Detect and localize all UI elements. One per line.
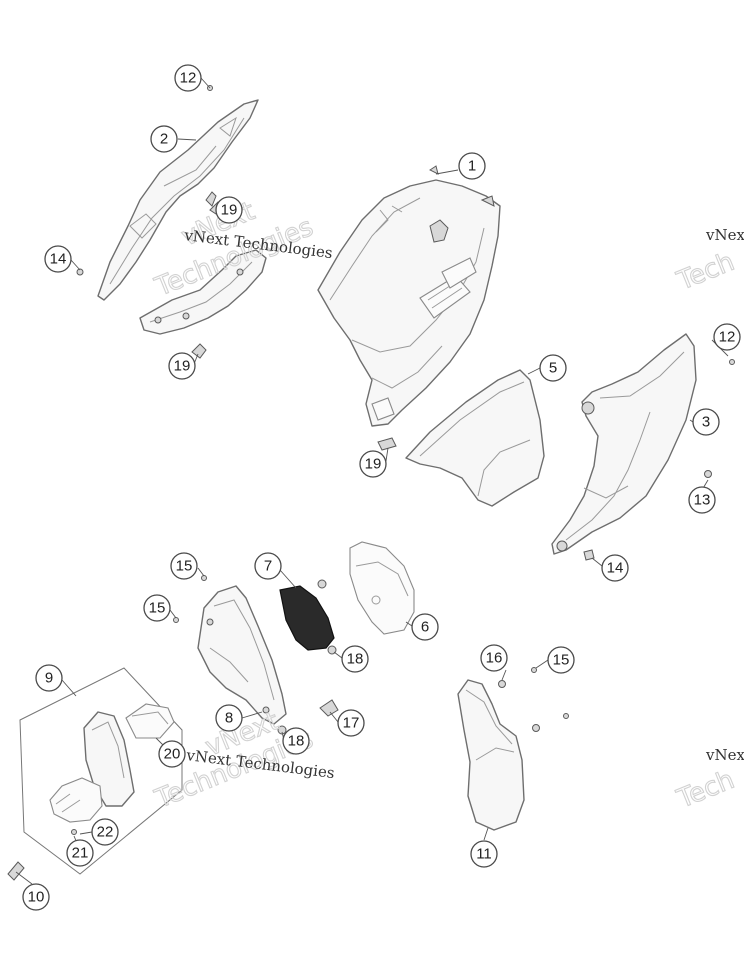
callout-19: 19 bbox=[359, 450, 387, 478]
callout-19: 19 bbox=[215, 196, 243, 224]
part-1-central-panel bbox=[317, 165, 501, 427]
callout-17: 17 bbox=[337, 709, 365, 737]
callout-10: 10 bbox=[22, 883, 50, 911]
callout-7: 7 bbox=[254, 552, 282, 580]
callout-22: 22 bbox=[91, 818, 119, 846]
callout-number: 16 bbox=[486, 650, 503, 667]
part-left-bracket bbox=[139, 249, 267, 335]
callout-number: 13 bbox=[694, 492, 711, 509]
callout-number: 22 bbox=[97, 824, 114, 841]
callout-14: 14 bbox=[44, 245, 72, 273]
callout-number: 7 bbox=[264, 558, 272, 575]
hardware-airbox bbox=[173, 575, 339, 735]
callout-number: 2 bbox=[160, 131, 168, 148]
callout-18: 18 bbox=[341, 645, 369, 673]
callout-11: 11 bbox=[470, 840, 498, 868]
callout-number: 18 bbox=[288, 733, 305, 750]
watermark-right-top: vNext Tech bbox=[672, 226, 744, 297]
callout-number: 15 bbox=[149, 600, 166, 617]
callout-12: 12 bbox=[174, 64, 202, 92]
watermark-ghost-partial: Tech bbox=[672, 247, 738, 297]
callout-6: 6 bbox=[411, 613, 439, 641]
callout-9: 9 bbox=[35, 664, 63, 692]
callout-number: 15 bbox=[176, 558, 193, 575]
part-19-clip-center bbox=[377, 437, 397, 451]
part-8-airbox-frame bbox=[197, 585, 287, 725]
callout-number: 6 bbox=[421, 619, 429, 636]
callout-number: 15 bbox=[553, 652, 570, 669]
callout-14: 14 bbox=[601, 554, 629, 582]
callout-number: 19 bbox=[221, 202, 238, 219]
callout-20: 20 bbox=[158, 740, 186, 768]
callout-16: 16 bbox=[480, 644, 508, 672]
watermark-right-bottom: vNext Tech bbox=[672, 746, 744, 815]
watermark-company-partial: vNext bbox=[705, 746, 744, 764]
part-10-fitting bbox=[7, 861, 25, 881]
callout-number: 21 bbox=[72, 845, 89, 862]
callout-number: 12 bbox=[719, 329, 736, 346]
callout-19: 19 bbox=[168, 352, 196, 380]
part-19-clip-left bbox=[191, 343, 207, 359]
callout-number: 19 bbox=[365, 456, 382, 473]
watermark-ghost-partial: Tech bbox=[672, 765, 738, 815]
callout-1: 1 bbox=[458, 152, 486, 180]
callout-number: 17 bbox=[343, 715, 360, 732]
callout-number: 20 bbox=[164, 746, 181, 763]
part-5-side-cover bbox=[405, 369, 545, 507]
callout-number: 19 bbox=[174, 358, 191, 375]
callout-15: 15 bbox=[170, 552, 198, 580]
callout-number: 9 bbox=[45, 670, 53, 687]
callout-8: 8 bbox=[215, 704, 243, 732]
part-9-intake-group bbox=[19, 667, 183, 875]
callout-number: 5 bbox=[549, 360, 557, 377]
part-7-air-filter bbox=[279, 579, 337, 655]
callout-number: 3 bbox=[702, 414, 710, 431]
callout-5: 5 bbox=[539, 354, 567, 382]
callout-13: 13 bbox=[688, 486, 716, 514]
callout-number: 10 bbox=[28, 889, 45, 906]
callout-number: 14 bbox=[607, 560, 624, 577]
callout-number: 11 bbox=[476, 846, 492, 863]
part-6-airbox-shell bbox=[349, 541, 415, 635]
callout-number: 8 bbox=[225, 710, 233, 727]
callout-18: 18 bbox=[282, 727, 310, 755]
hardware-screws-right bbox=[76, 85, 735, 561]
watermark-company-partial: vNext bbox=[705, 226, 744, 244]
callout-15: 15 bbox=[547, 646, 575, 674]
callout-number: 18 bbox=[347, 651, 364, 668]
part-2-left-upper-panel bbox=[97, 99, 259, 301]
callout-21: 21 bbox=[66, 839, 94, 867]
callout-15: 15 bbox=[143, 594, 171, 622]
callout-number: 14 bbox=[50, 251, 67, 268]
callout-2: 2 bbox=[150, 125, 178, 153]
part-3-right-side-panel bbox=[551, 333, 697, 555]
callout-number: 12 bbox=[180, 70, 197, 87]
callout-3: 3 bbox=[692, 408, 720, 436]
callout-12: 12 bbox=[713, 323, 741, 351]
callout-number: 1 bbox=[468, 158, 476, 175]
part-11-lower-cover bbox=[457, 667, 569, 831]
